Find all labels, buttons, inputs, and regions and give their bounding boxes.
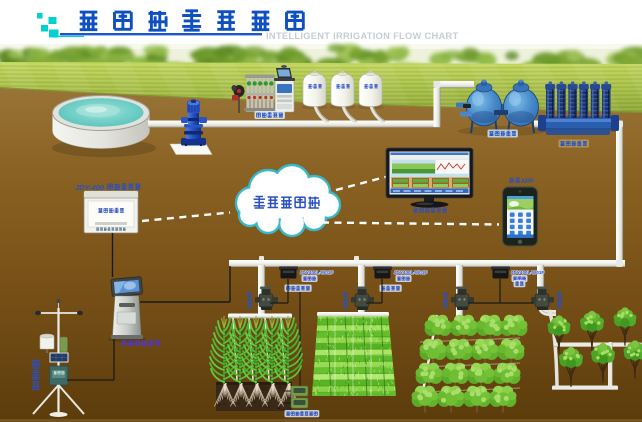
- svg-text:JDY400L-W01F: JDY400L-W01F: [394, 270, 427, 275]
- svg-text:JDY400L-W01F: JDY400L-W01F: [300, 270, 333, 275]
- svg-text:INTELLIGENT IRRIGATION FLOW CH: INTELLIGENT IRRIGATION FLOW CHART: [266, 31, 459, 41]
- svg-text:APP: APP: [521, 179, 533, 185]
- svg-text:JDY-400: JDY-400: [75, 183, 105, 192]
- svg-text:JDY400L-W01F: JDY400L-W01F: [511, 270, 544, 275]
